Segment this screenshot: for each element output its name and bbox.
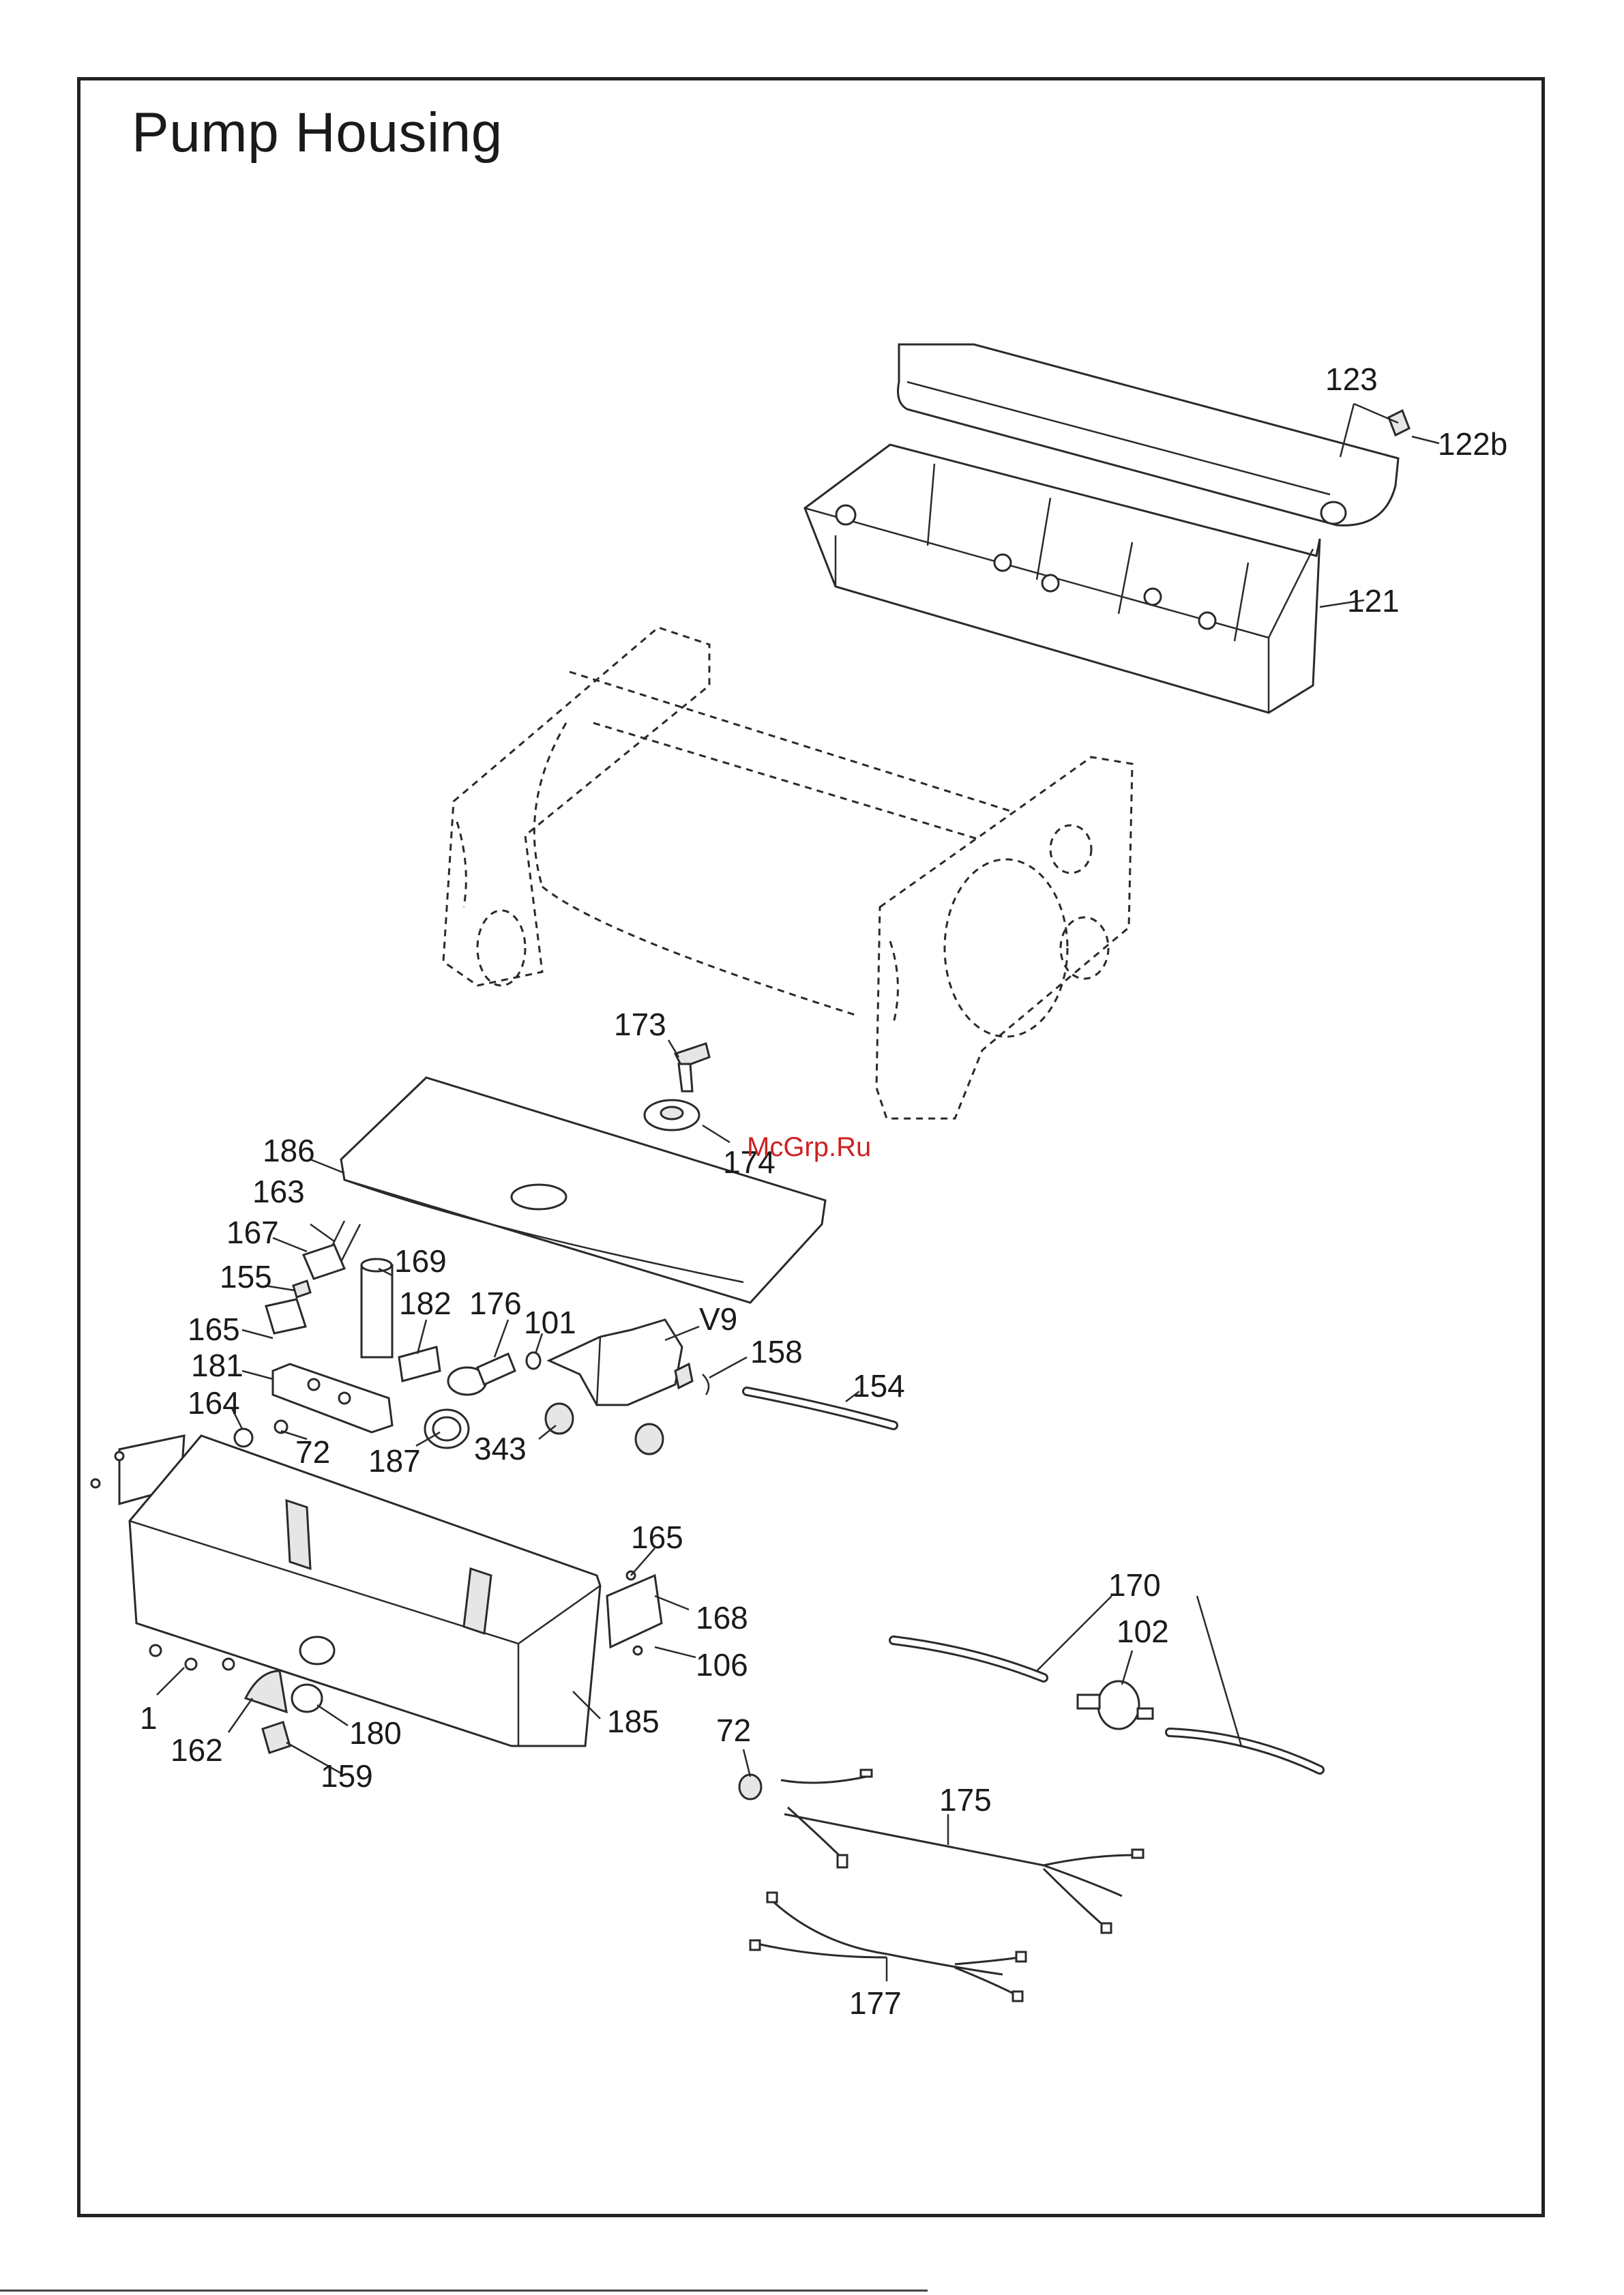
callout-175: 175 <box>939 1782 992 1818</box>
switch-167-part <box>304 1245 344 1279</box>
callout-163: 163 <box>252 1174 305 1209</box>
oring-101-part <box>527 1352 540 1369</box>
switch-165-part <box>266 1299 306 1333</box>
callout-173: 173 <box>614 1007 666 1042</box>
callout-169: 169 <box>394 1243 447 1279</box>
bottom-rule <box>0 2290 928 2292</box>
callout-343: 343 <box>474 1431 527 1466</box>
washer-164-part <box>235 1429 252 1447</box>
callout-165-left: 165 <box>188 1312 240 1347</box>
callout-176: 176 <box>469 1286 522 1321</box>
bracket-181-part <box>273 1364 392 1432</box>
callout-154: 154 <box>853 1368 905 1404</box>
callout-181: 181 <box>191 1348 243 1383</box>
callout-72-top: 72 <box>295 1434 330 1470</box>
callout-185: 185 <box>607 1704 660 1739</box>
callout-106: 106 <box>696 1647 748 1683</box>
callout-164: 164 <box>188 1385 240 1421</box>
callout-122b: 122b <box>1438 426 1507 462</box>
callout-186: 186 <box>263 1133 315 1168</box>
clamp-158-part <box>703 1374 709 1395</box>
callout-162: 162 <box>171 1732 223 1768</box>
callout-102: 102 <box>1117 1614 1169 1649</box>
callout-182: 182 <box>399 1286 452 1321</box>
clip-part <box>1389 411 1409 435</box>
callout-177: 177 <box>849 1985 902 2021</box>
callout-168: 168 <box>696 1600 748 1635</box>
callout-1: 1 <box>140 1700 158 1736</box>
callout-123: 123 <box>1325 361 1378 397</box>
seal-343-part <box>546 1404 663 1454</box>
callout-101: 101 <box>524 1305 576 1340</box>
end-bracket-168-part <box>607 1571 662 1655</box>
tank-outline <box>443 627 1132 1119</box>
callout-v9: V9 <box>699 1301 737 1337</box>
callout-165-right: 165 <box>631 1520 683 1555</box>
valve-102-part <box>1078 1681 1153 1729</box>
callout-155: 155 <box>220 1259 272 1294</box>
callout-121: 121 <box>1347 583 1400 619</box>
part-180 <box>292 1685 322 1712</box>
watermark: McGrp.Ru <box>747 1132 871 1162</box>
fitting-part <box>675 1043 709 1091</box>
callout-158: 158 <box>750 1334 803 1369</box>
part-159 <box>263 1722 290 1753</box>
elbow-176-part <box>448 1354 515 1395</box>
part-155 <box>293 1281 310 1297</box>
part-182 <box>399 1347 440 1381</box>
part-162 <box>246 1671 286 1712</box>
grommet-72b-part <box>739 1775 761 1799</box>
callout-180: 180 <box>349 1715 402 1751</box>
callout-72-bottom: 72 <box>716 1713 751 1748</box>
grommet-part <box>645 1100 699 1130</box>
ring-187-part <box>425 1410 469 1448</box>
callout-159: 159 <box>321 1758 373 1794</box>
callout-170: 170 <box>1108 1567 1161 1603</box>
callout-187: 187 <box>368 1443 421 1479</box>
callout-167: 167 <box>226 1215 279 1250</box>
housing-185-part <box>130 1436 600 1746</box>
